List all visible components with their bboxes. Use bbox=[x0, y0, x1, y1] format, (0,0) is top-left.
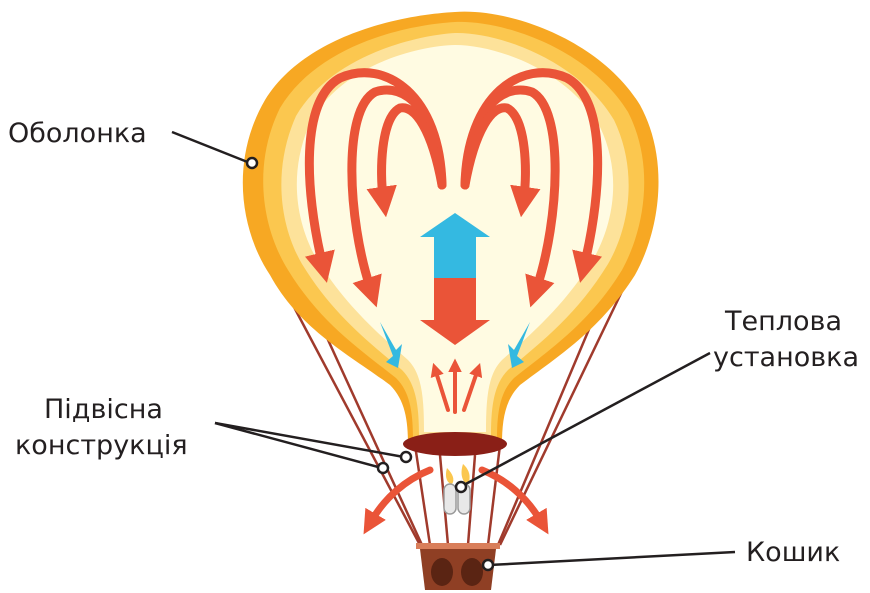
label-suspension-line1: Підвісна bbox=[44, 394, 163, 425]
label-burner-line1: Теплова bbox=[724, 306, 842, 337]
label-envelope: Оболонка bbox=[8, 118, 147, 149]
envelope-mouth bbox=[403, 432, 507, 456]
label-burner-line2: установка bbox=[713, 342, 859, 373]
label-suspension-line2: конструкція bbox=[15, 430, 188, 461]
label-basket: Кошик bbox=[746, 537, 840, 568]
